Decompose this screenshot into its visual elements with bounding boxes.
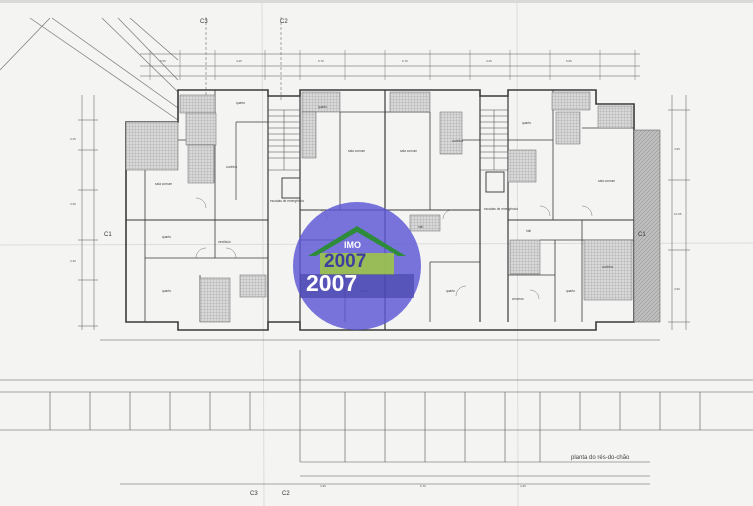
lower-site-plan — [0, 339, 753, 485]
svg-text:6.70: 6.70 — [420, 484, 426, 488]
left-dimension-lines — [78, 95, 98, 330]
dimension-numerals: 5.65 4.25 6.70 6.70 4.25 5.65 3.25 4.35 3.30… — [70, 59, 682, 488]
room-label: vestíbulo — [218, 240, 231, 244]
svg-text:6.70: 6.70 — [318, 59, 324, 63]
room-label: sala comum — [348, 149, 366, 153]
watermark-brand: IMO — [344, 240, 361, 250]
room-label: quarto — [236, 101, 245, 105]
room-label: hall — [418, 225, 423, 229]
drawing-title: planta do rés-do-chão — [571, 455, 630, 461]
adjacent-building-strip — [633, 129, 661, 323]
room-label: sala comum — [598, 179, 616, 183]
section-mark-c2: C2 — [280, 19, 288, 25]
room-label: quarto — [318, 105, 327, 109]
svg-text:10.95: 10.95 — [674, 212, 682, 216]
room-label: arrumos — [512, 297, 524, 301]
room-label: quarto — [162, 235, 171, 239]
svg-text:4.25: 4.25 — [236, 59, 242, 63]
right-dimension-lines — [668, 95, 690, 330]
svg-text:4.35: 4.35 — [70, 202, 76, 206]
room-label: hall — [526, 229, 531, 233]
svg-text:4.25: 4.25 — [520, 484, 526, 488]
room-label: sala comum — [400, 149, 418, 153]
svg-text:3.25: 3.25 — [70, 137, 76, 141]
watermark-year: 2007 — [324, 251, 367, 272]
stairs — [267, 109, 509, 199]
section-marks: C1 C1 C3 C2 C3 C2 — [104, 19, 646, 497]
watermark-logo — [293, 202, 421, 330]
section-mark-c1: C1 — [104, 232, 112, 238]
svg-text:5.65: 5.65 — [160, 59, 166, 63]
room-label: quarto — [566, 289, 575, 293]
watermark-year-shadow: 2007 — [306, 270, 358, 296]
svg-text:4.95: 4.95 — [674, 147, 680, 151]
room-labels: sala comum quarto quarto quarto cozinha … — [155, 101, 616, 301]
room-label: sala comum — [155, 182, 173, 186]
room-label: cozinha — [452, 139, 463, 143]
tiled-bathrooms-kitchens — [125, 91, 633, 323]
section-mark-c1-right: C1 — [638, 232, 646, 238]
room-label: escadas de emergência — [270, 199, 304, 203]
svg-text:5.65: 5.65 — [566, 59, 572, 63]
section-mark-c2-bottom: C2 — [282, 491, 290, 497]
room-label: cozinha — [226, 165, 237, 169]
room-label: escadas de emergência — [484, 207, 518, 211]
svg-text:4.35: 4.35 — [320, 484, 326, 488]
room-label: quarto — [446, 289, 455, 293]
svg-text:4.90: 4.90 — [674, 287, 680, 291]
room-label: quarto — [162, 289, 171, 293]
svg-text:4.25: 4.25 — [486, 59, 492, 63]
site-boundary-lines — [0, 17, 179, 121]
svg-text:3.30: 3.30 — [70, 259, 76, 263]
room-label: quarto — [522, 121, 531, 125]
top-dimension-lines — [140, 17, 640, 100]
section-mark-c3-bottom: C3 — [250, 491, 258, 497]
section-mark-c3: C3 — [200, 19, 208, 25]
room-label: cozinha — [602, 265, 613, 269]
svg-text:6.70: 6.70 — [402, 59, 408, 63]
